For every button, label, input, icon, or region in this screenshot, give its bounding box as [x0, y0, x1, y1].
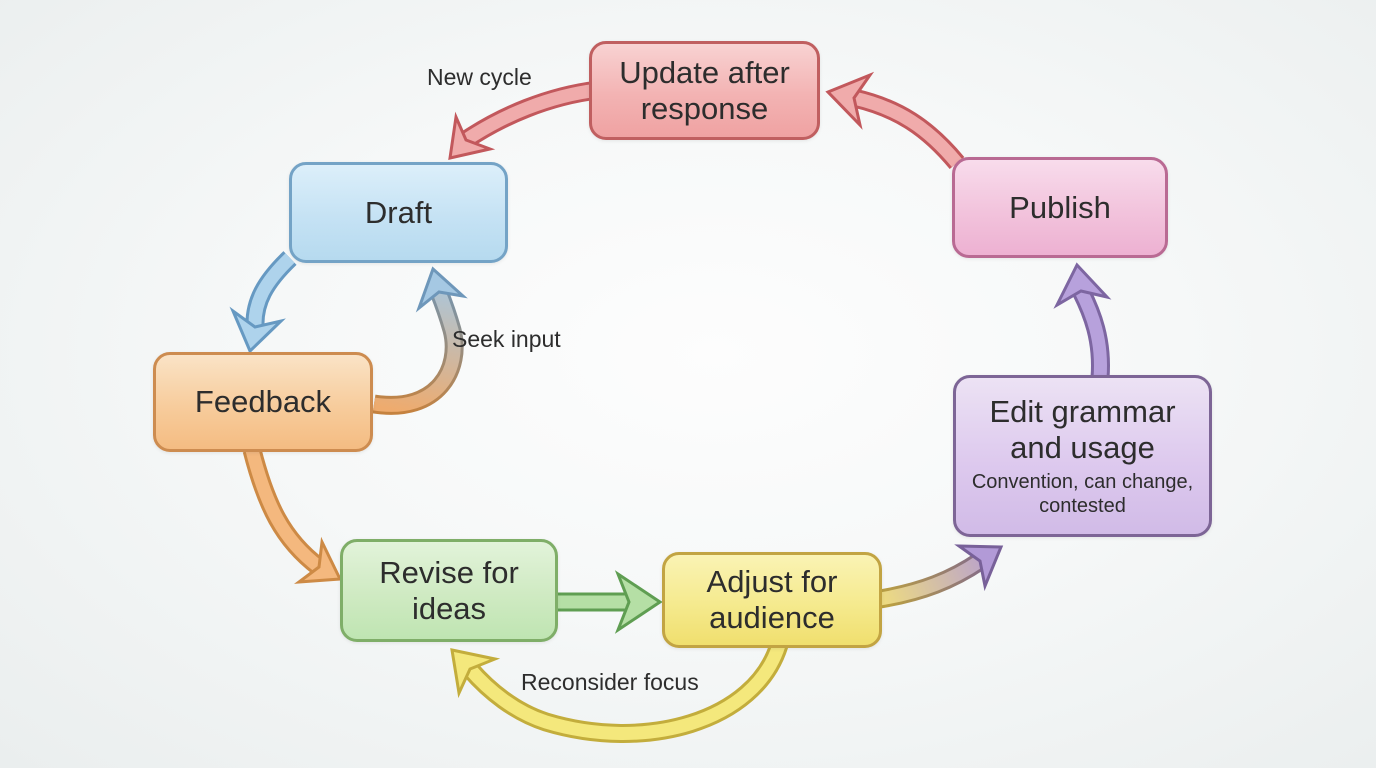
node-label: Revise for ideas	[379, 554, 519, 626]
node-label: Update after response	[619, 54, 790, 126]
edge-label-seek-input: Seek input	[452, 326, 561, 352]
node-feedback: Feedback	[153, 352, 373, 452]
arrow-feedback-to-draft	[372, 266, 468, 415]
node-sublabel: Convention, can change, contested	[971, 470, 1194, 517]
node-adjust-for-audience: Adjust for audience	[662, 552, 882, 648]
arrow-draft-to-feedback	[229, 251, 297, 354]
node-draft: Draft	[289, 162, 508, 263]
node-label: Feedback	[194, 384, 332, 420]
arrow-update-to-draft	[448, 80, 600, 160]
node-update-after-response: Update after response	[589, 41, 820, 140]
node-label: Publish	[1009, 189, 1111, 225]
arrow-publish-to-update	[825, 71, 965, 170]
arrow-feedback-to-revise	[242, 447, 343, 584]
node-edit-grammar: Edit grammar and usage Convention, can c…	[953, 375, 1212, 537]
arrow-revise-to-adjust	[556, 570, 663, 634]
arrow-edit-to-publish	[1053, 262, 1112, 379]
edge-label-reconsider-focus: Reconsider focus	[521, 669, 699, 695]
arrow-adjust-to-edit	[878, 544, 1004, 609]
arrow-adjust-to-revise	[450, 641, 789, 743]
edge-label-new-cycle: New cycle	[427, 64, 532, 90]
node-label: Draft	[364, 194, 433, 230]
node-publish: Publish	[952, 157, 1168, 258]
node-revise-for-ideas: Revise for ideas	[340, 539, 558, 642]
node-label: Edit grammar and usage	[989, 393, 1176, 465]
node-label: Adjust for audience	[706, 564, 838, 635]
